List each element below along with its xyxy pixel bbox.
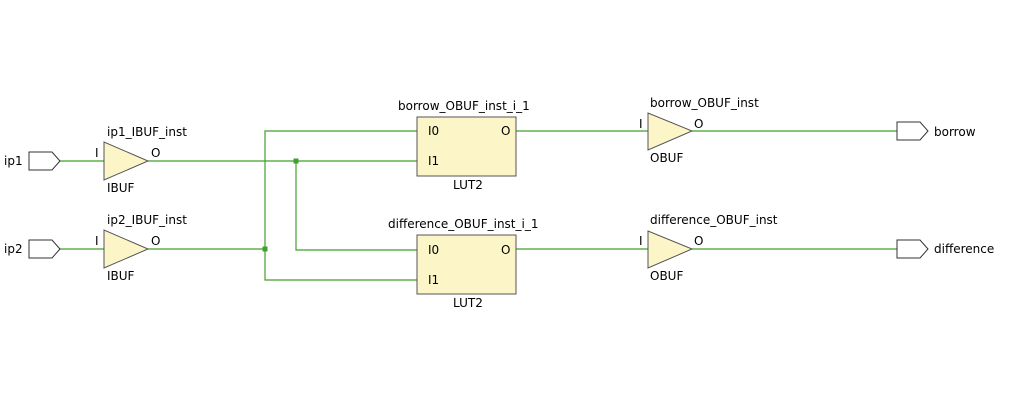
cell-instance-name: difference_OBUF_inst xyxy=(650,213,778,227)
output-port-shape xyxy=(896,121,929,141)
cell-instance-name: ip2_IBUF_inst xyxy=(107,213,187,227)
pin-label-i1: I1 xyxy=(428,154,439,168)
cell-type-label: IBUF xyxy=(107,181,135,195)
input-port-ip1[interactable]: ip1 xyxy=(4,151,61,171)
cell-difference-obuf[interactable]: difference_OBUF_inst I O OBUF xyxy=(639,213,778,283)
output-port-label: borrow xyxy=(934,125,976,139)
pin-label-out: O xyxy=(501,243,510,257)
pin-label-out: O xyxy=(694,117,703,131)
cell-borrow-obuf[interactable]: borrow_OBUF_inst I O OBUF xyxy=(639,96,759,165)
cell-instance-name: borrow_OBUF_inst xyxy=(650,96,759,110)
junction-ip1 xyxy=(293,158,299,164)
cell-ip1-ibuf[interactable]: ip1_IBUF_inst I O IBUF xyxy=(95,125,187,195)
cell-type-label: OBUF xyxy=(650,269,683,283)
pin-label-in: I xyxy=(95,146,99,160)
pin-label-in: I xyxy=(639,117,643,131)
cell-type-label: LUT2 xyxy=(453,296,483,310)
input-port-shape xyxy=(28,151,61,171)
cell-instance-name: difference_OBUF_inst_i_1 xyxy=(388,217,538,231)
lut-box xyxy=(416,234,517,295)
pin-label-out: O xyxy=(151,146,160,160)
pin-label-out: O xyxy=(694,234,703,248)
buffer-triangle-icon xyxy=(103,141,150,181)
output-port-borrow[interactable]: borrow xyxy=(896,121,976,141)
cell-type-label: OBUF xyxy=(650,151,683,165)
buffer-triangle-icon xyxy=(103,229,150,269)
pin-label-out: O xyxy=(151,234,160,248)
output-port-shape xyxy=(896,239,929,259)
cell-instance-name: borrow_OBUF_inst_i_1 xyxy=(398,99,530,113)
cell-type-label: LUT2 xyxy=(453,178,483,192)
pin-label-i0: I0 xyxy=(428,124,439,138)
cell-type-label: IBUF xyxy=(107,269,135,283)
wire-ip1-to-difference-lut-i0[interactable] xyxy=(295,161,417,251)
pin-label-in: I xyxy=(95,234,99,248)
pin-label-i0: I0 xyxy=(428,243,439,257)
pin-label-i1: I1 xyxy=(428,273,439,287)
pin-label-out: O xyxy=(501,124,510,138)
wire-ip2-to-difference-lut-i1[interactable] xyxy=(264,249,417,281)
input-port-ip2[interactable]: ip2 xyxy=(4,239,61,259)
junction-ip2 xyxy=(262,246,268,252)
input-port-label: ip1 xyxy=(4,154,23,168)
output-port-difference[interactable]: difference xyxy=(896,239,994,259)
buffer-triangle-icon xyxy=(647,230,694,269)
output-port-label: difference xyxy=(934,242,994,256)
input-port-label: ip2 xyxy=(4,242,23,256)
pin-label-in: I xyxy=(639,234,643,248)
cell-instance-name: ip1_IBUF_inst xyxy=(107,125,187,139)
wires xyxy=(60,130,897,281)
wire-ip2-to-borrow-lut-i0[interactable] xyxy=(264,130,417,249)
cell-difference-lut[interactable]: difference_OBUF_inst_i_1 I0 I1 O LUT2 xyxy=(388,217,538,310)
cell-ip2-ibuf[interactable]: ip2_IBUF_inst I O IBUF xyxy=(95,213,187,283)
input-port-shape xyxy=(28,239,61,259)
lut-box xyxy=(416,116,517,177)
cell-borrow-lut[interactable]: borrow_OBUF_inst_i_1 I0 I1 O LUT2 xyxy=(398,99,530,192)
buffer-triangle-icon xyxy=(647,112,694,151)
